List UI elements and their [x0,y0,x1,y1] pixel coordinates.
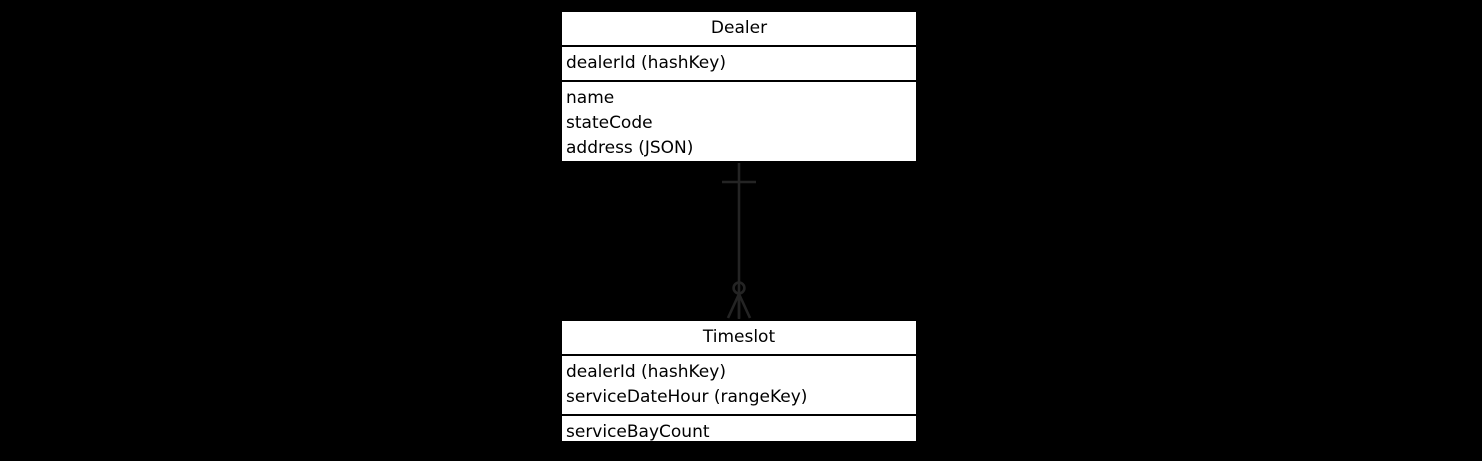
entity-timeslot[interactable]: Timeslot dealerId (hashKey) serviceDateH… [560,319,918,443]
entity-dealer-keys-compartment: dealerId (hashKey) [562,47,916,80]
attribute-row: name [566,88,615,108]
attribute-row: dealerId (hashKey) [566,362,726,382]
attribute-row: serviceDateHour (rangeKey) [566,387,808,407]
cardinality-crowsfoot-icon [726,293,752,319]
entity-dealer-attributes-compartment: name stateCode address (JSON) [562,80,916,165]
attribute-row: address (JSON) [566,138,694,158]
attribute-row: serviceBayCount [566,422,710,442]
attribute-row: dealerId (hashKey) [566,53,726,73]
entity-timeslot-title: Timeslot [562,321,916,356]
entity-dealer-title: Dealer [562,12,916,47]
entity-timeslot-attributes-compartment: serviceBayCount [562,414,916,449]
cardinality-zero-circle-icon [732,281,746,295]
entity-dealer[interactable]: Dealer dealerId (hashKey) name stateCode… [560,10,918,163]
attribute-row: stateCode [566,113,653,133]
entity-timeslot-keys-compartment: dealerId (hashKey) serviceDateHour (rang… [562,356,916,414]
